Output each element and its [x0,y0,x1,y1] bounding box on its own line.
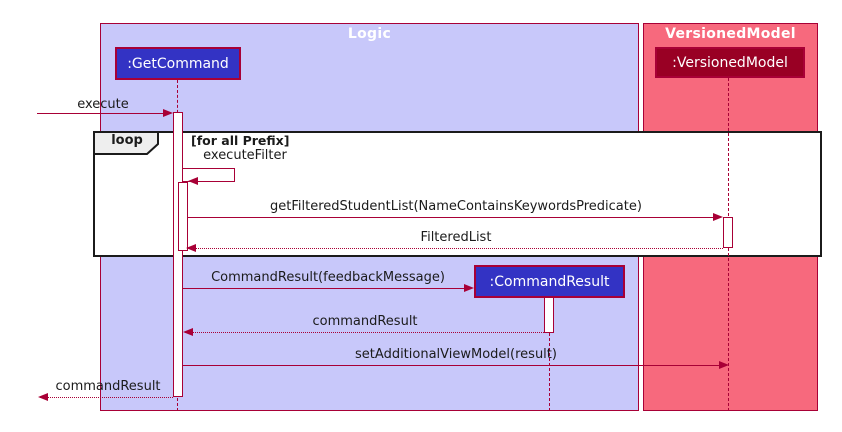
command-result-call-arrowhead [464,284,474,292]
get-command-participant: :GetCommand [115,47,241,80]
command-result-return-arrowhead [183,328,193,336]
get-command-activation [173,112,183,397]
execute-message-line [37,113,164,114]
execute-arrowhead [163,109,173,117]
set-additional-view-model-arrowhead [719,361,729,369]
loop-guard-condition: [for all Prefix] [191,133,290,148]
filtered-list-line [190,248,723,249]
set-additional-view-model-label: setAdditionalViewModel(result) [355,347,557,362]
execute-message-label: execute [77,97,129,112]
filtered-list-arrowhead [186,244,196,252]
get-filtered-student-list-line [188,217,714,218]
execute-filter-arrowhead [188,177,198,185]
command-result-activation [544,297,554,333]
versioned-model-participant-label: :VersionedModel [672,54,788,71]
versioned-model-activation [723,217,733,248]
command-result-participant: :CommandResult [474,265,625,298]
loop-operator-pentagon [93,131,159,155]
filtered-list-label: FilteredList [420,230,492,245]
command-result-call-line [183,288,464,289]
loop-fragment [93,131,822,257]
command-result-call-label: CommandResult(feedbackMessage) [211,270,445,285]
versioned-model-frame-title: VersionedModel [665,26,796,42]
execute-filter-message-label: executeFilter [203,148,287,163]
versioned-model-participant: :VersionedModel [655,47,805,78]
loop-operator-label: loop [111,133,143,148]
logic-frame-title: Logic [347,26,392,42]
execute-filter-self-call-line [183,168,235,182]
set-additional-view-model-line [183,365,719,366]
command-result-final-label: commandResult [55,379,161,394]
command-result-return-label: commandResult [312,314,418,329]
command-result-return-line [185,332,544,333]
command-result-lifeline [549,298,550,411]
get-filtered-student-list-arrowhead [713,213,723,221]
command-result-final-line [40,397,173,398]
command-result-participant-label: :CommandResult [489,273,610,290]
command-result-final-arrowhead [38,393,48,401]
get-command-participant-label: :GetCommand [127,55,229,72]
execute-filter-activation [178,182,188,251]
get-filtered-student-list-label: getFilteredStudentList(NameContainsKeywo… [270,199,642,214]
